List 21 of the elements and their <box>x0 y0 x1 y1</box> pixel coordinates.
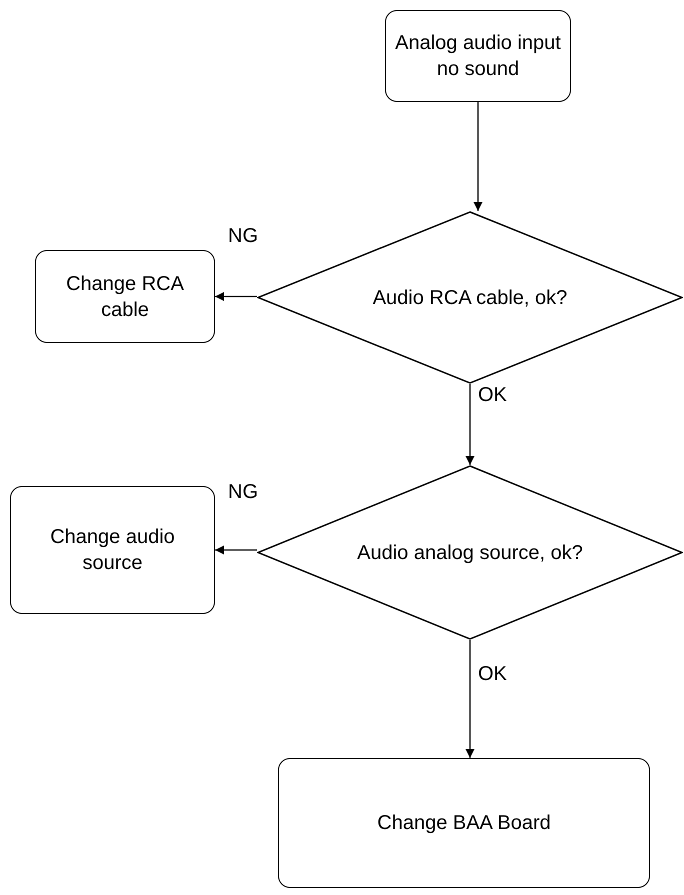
edge-label: OK <box>478 385 507 405</box>
arrow <box>466 384 474 465</box>
process-box <box>385 10 571 102</box>
node-label: Audio RCA cable, ok? <box>372 286 568 310</box>
arrow <box>466 640 474 758</box>
decision-diamond <box>257 465 683 640</box>
node-label: Audio analog source, ok? <box>357 540 583 566</box>
node-label: Analog audio input no sound <box>394 31 562 82</box>
process-box <box>10 486 215 614</box>
arrow <box>474 102 482 211</box>
arrow <box>215 292 257 301</box>
edge-label: NG <box>228 226 258 246</box>
node-label: Change BAA Board <box>377 811 551 836</box>
node-label: Change audio source <box>49 525 176 576</box>
edge-label: OK <box>478 664 507 684</box>
process-box <box>35 250 215 343</box>
decision-diamond <box>257 211 683 384</box>
arrow <box>215 546 257 554</box>
node-label: Change RCA cable <box>65 272 185 322</box>
process-box <box>278 758 650 888</box>
edge-label: NG <box>228 482 258 502</box>
